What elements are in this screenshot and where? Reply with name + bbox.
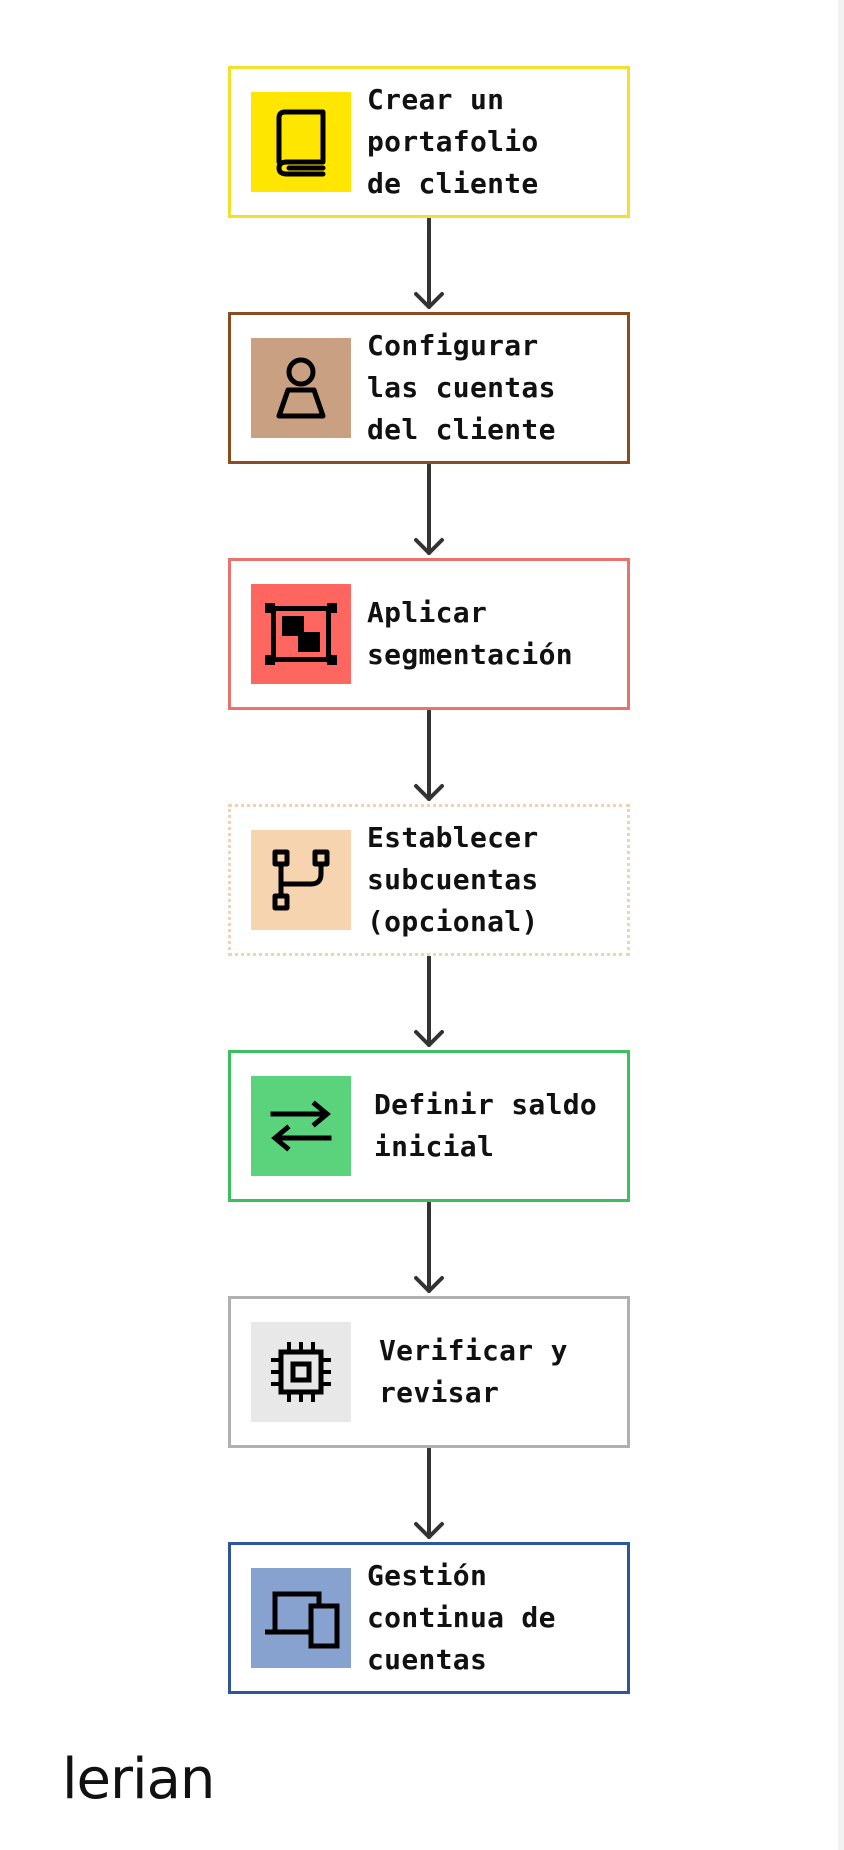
right-edge-strip (838, 0, 844, 1850)
step-icon-box (251, 1568, 351, 1668)
step-establish-subaccounts: Establecer subcuentas (opcional) (228, 804, 630, 956)
step-label: Crear un portafolio de cliente (367, 83, 539, 200)
branch-icon (272, 849, 330, 911)
step-configure-accounts: Configurar las cuentas del cliente (228, 312, 630, 464)
book-icon (276, 109, 326, 177)
user-icon (276, 357, 326, 419)
devices-icon (265, 1591, 340, 1649)
segmentation-icon (265, 603, 337, 665)
step-ongoing-management: Gestión continua de cuentas (228, 1542, 630, 1694)
step-create-portfolio: Crear un portafolio de cliente (228, 66, 630, 218)
arrow-1 (414, 217, 444, 309)
step-icon-box (251, 338, 351, 438)
step-label: Configurar las cuentas del cliente (367, 329, 556, 446)
arrow-3 (414, 709, 444, 801)
step-icon-box (251, 92, 351, 192)
step-icon-box (251, 1076, 351, 1176)
chip-icon (271, 1342, 331, 1402)
step-icon-box (251, 584, 351, 684)
arrow-2 (414, 463, 444, 555)
arrow-6 (414, 1447, 444, 1539)
step-verify-review: Verificar y revisar (228, 1296, 630, 1448)
step-apply-segmentation: Aplicar segmentación (228, 558, 630, 710)
step-label: Gestión continua de cuentas (367, 1559, 556, 1676)
step-icon-box (251, 830, 351, 930)
step-label: Establecer subcuentas (opcional) (367, 821, 539, 938)
transfer-arrows-icon (270, 1100, 332, 1152)
step-label: Verificar y revisar (379, 1334, 568, 1409)
step-define-balance: Definir saldo inicial (228, 1050, 630, 1202)
step-icon-box (251, 1322, 351, 1422)
arrow-4 (414, 955, 444, 1047)
arrow-5 (414, 1201, 444, 1293)
lerian-logo: lerian (62, 1747, 215, 1812)
step-label: Definir saldo inicial (374, 1088, 598, 1163)
step-label: Aplicar segmentación (367, 596, 573, 671)
